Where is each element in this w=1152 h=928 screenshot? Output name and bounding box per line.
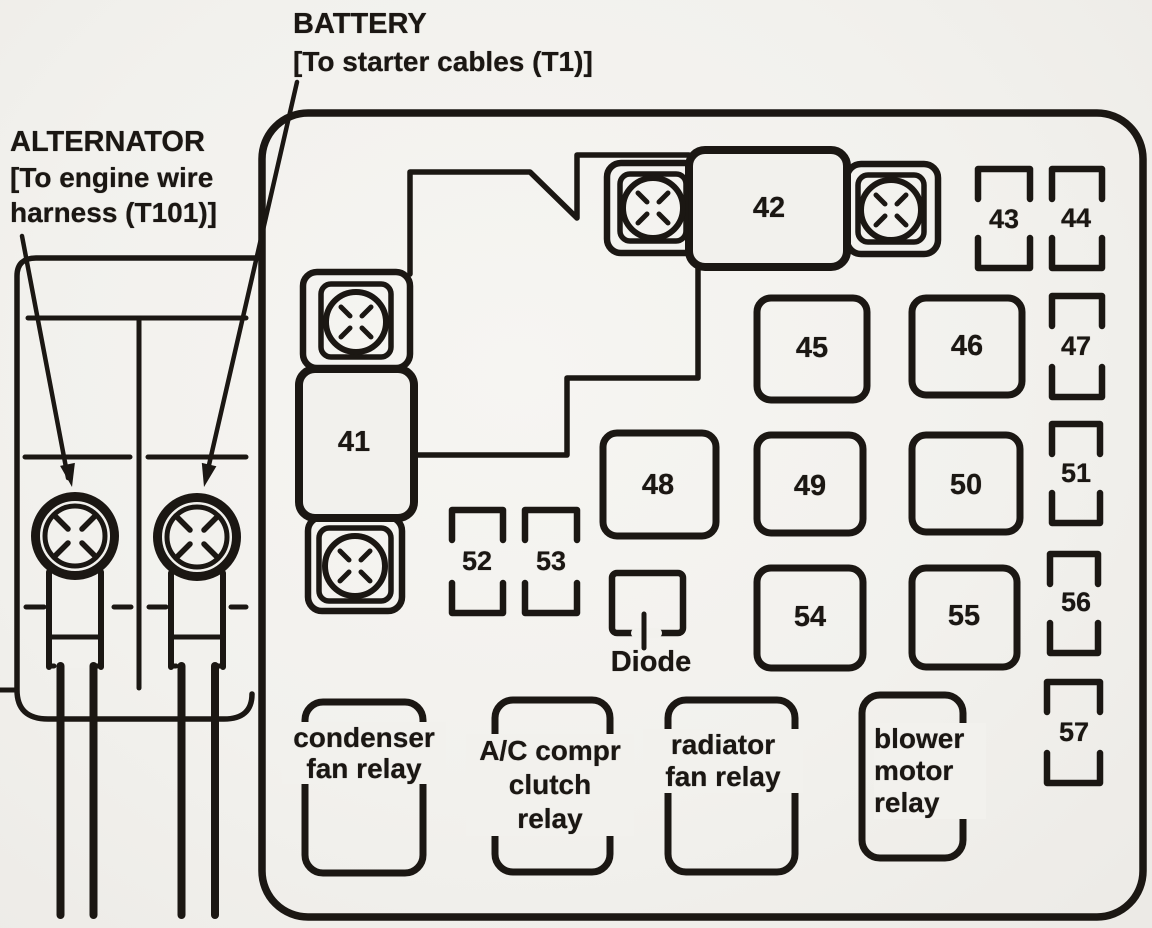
bolt-cross-icon	[873, 192, 909, 228]
fuse-53-outline	[521, 506, 581, 617]
relay-label-radiator-fan: radiator fan relay	[643, 729, 803, 793]
battery-arrow	[201, 79, 300, 487]
fuse-41-outline	[295, 268, 418, 615]
bolt-cross-icon	[635, 190, 671, 226]
fuse-50: 50	[949, 469, 983, 501]
fuse-45: 45	[795, 332, 829, 364]
diode-label: Diode	[610, 646, 692, 678]
fuse-57: 57	[1058, 717, 1090, 747]
fuse-52-outline	[448, 506, 507, 617]
bracket-fuses	[448, 165, 1106, 787]
fuse-54: 54	[793, 601, 827, 633]
fuse-44: 44	[1060, 203, 1092, 233]
fuse-47-outline	[1048, 292, 1106, 401]
relay-label-line: fan relay	[665, 761, 781, 792]
relay-label-ac-compressor-clutch: A/C compr clutch relay	[466, 734, 634, 836]
battery-title: BATTERY	[293, 8, 427, 40]
bolt-cross-icon	[338, 304, 374, 340]
fuse-55: 55	[947, 600, 981, 632]
fuse-46: 46	[950, 330, 984, 362]
fuse-57-outline	[1043, 678, 1104, 787]
fuse-45-outline	[753, 294, 871, 404]
relay-label-line: motor	[874, 755, 954, 786]
fuse-41: 41	[337, 426, 371, 458]
fuse-box-outline	[258, 109, 1147, 921]
relay-label-blower-motor: blower motor relay	[874, 723, 986, 819]
fuse-42-outline	[603, 146, 942, 271]
terminal-wires	[56, 662, 219, 919]
relay-box-condenser-fan	[301, 698, 427, 877]
battery-terminal	[153, 493, 241, 670]
relay-label-line: A/C compr	[479, 735, 621, 766]
fuse-49-outline	[753, 431, 867, 537]
relay-label-line: blower	[874, 723, 965, 754]
fuse-51-outline	[1048, 420, 1104, 527]
fuse-47: 47	[1060, 331, 1092, 361]
diode-outline	[608, 569, 687, 651]
fuse-43-outline	[974, 165, 1034, 272]
alternator-terminal	[31, 492, 119, 670]
battery-sub: [To starter cables (T1)]	[293, 46, 593, 77]
fuse-56: 56	[1060, 587, 1092, 617]
battery-callout: BATTERY [To starter cables (T1)]	[293, 4, 593, 79]
bolt-cross-icon	[51, 512, 99, 560]
alternator-arrow	[19, 233, 75, 487]
connector-panel-outline	[0, 255, 265, 722]
alternator-callout: ALTERNATOR [To engine wire harness (T101…	[10, 124, 217, 230]
square-fuses	[599, 294, 1026, 672]
fuse-50-outline	[908, 431, 1024, 536]
relay-label-condenser-fan: condenser fan relay	[282, 722, 446, 784]
alternator-title: ALTERNATOR	[10, 126, 205, 158]
alternator-sub2: harness (T101)]	[10, 197, 217, 228]
fuse-49: 49	[793, 470, 827, 502]
fuse-55-outline	[908, 564, 1021, 671]
relay-label-line: relay	[517, 803, 583, 834]
relay-label-line: fan relay	[306, 753, 422, 784]
fuse-56-outline	[1046, 550, 1102, 657]
interior-divider-lines	[407, 152, 701, 458]
fuse-48-outline	[599, 429, 720, 540]
fuse-52: 52	[461, 546, 493, 576]
fuse-54-outline	[753, 564, 867, 672]
relay-label-line: radiator	[670, 729, 776, 760]
bolt-cross-icon	[173, 513, 221, 561]
fuse-48: 48	[641, 469, 675, 501]
relay-label-line: relay	[874, 787, 940, 818]
fuse-53: 53	[535, 546, 567, 576]
fuse-43: 43	[988, 204, 1020, 234]
relay-label-line: condenser	[293, 722, 435, 753]
bolt-cross-icon	[337, 548, 373, 584]
fuse-46-outline	[908, 294, 1026, 399]
relay-label-line: clutch	[508, 769, 592, 800]
fuse-51: 51	[1060, 458, 1092, 488]
alternator-sub1: [To engine wire	[10, 162, 214, 193]
fuse-44-outline	[1048, 165, 1106, 272]
fuse-42: 42	[752, 192, 786, 224]
